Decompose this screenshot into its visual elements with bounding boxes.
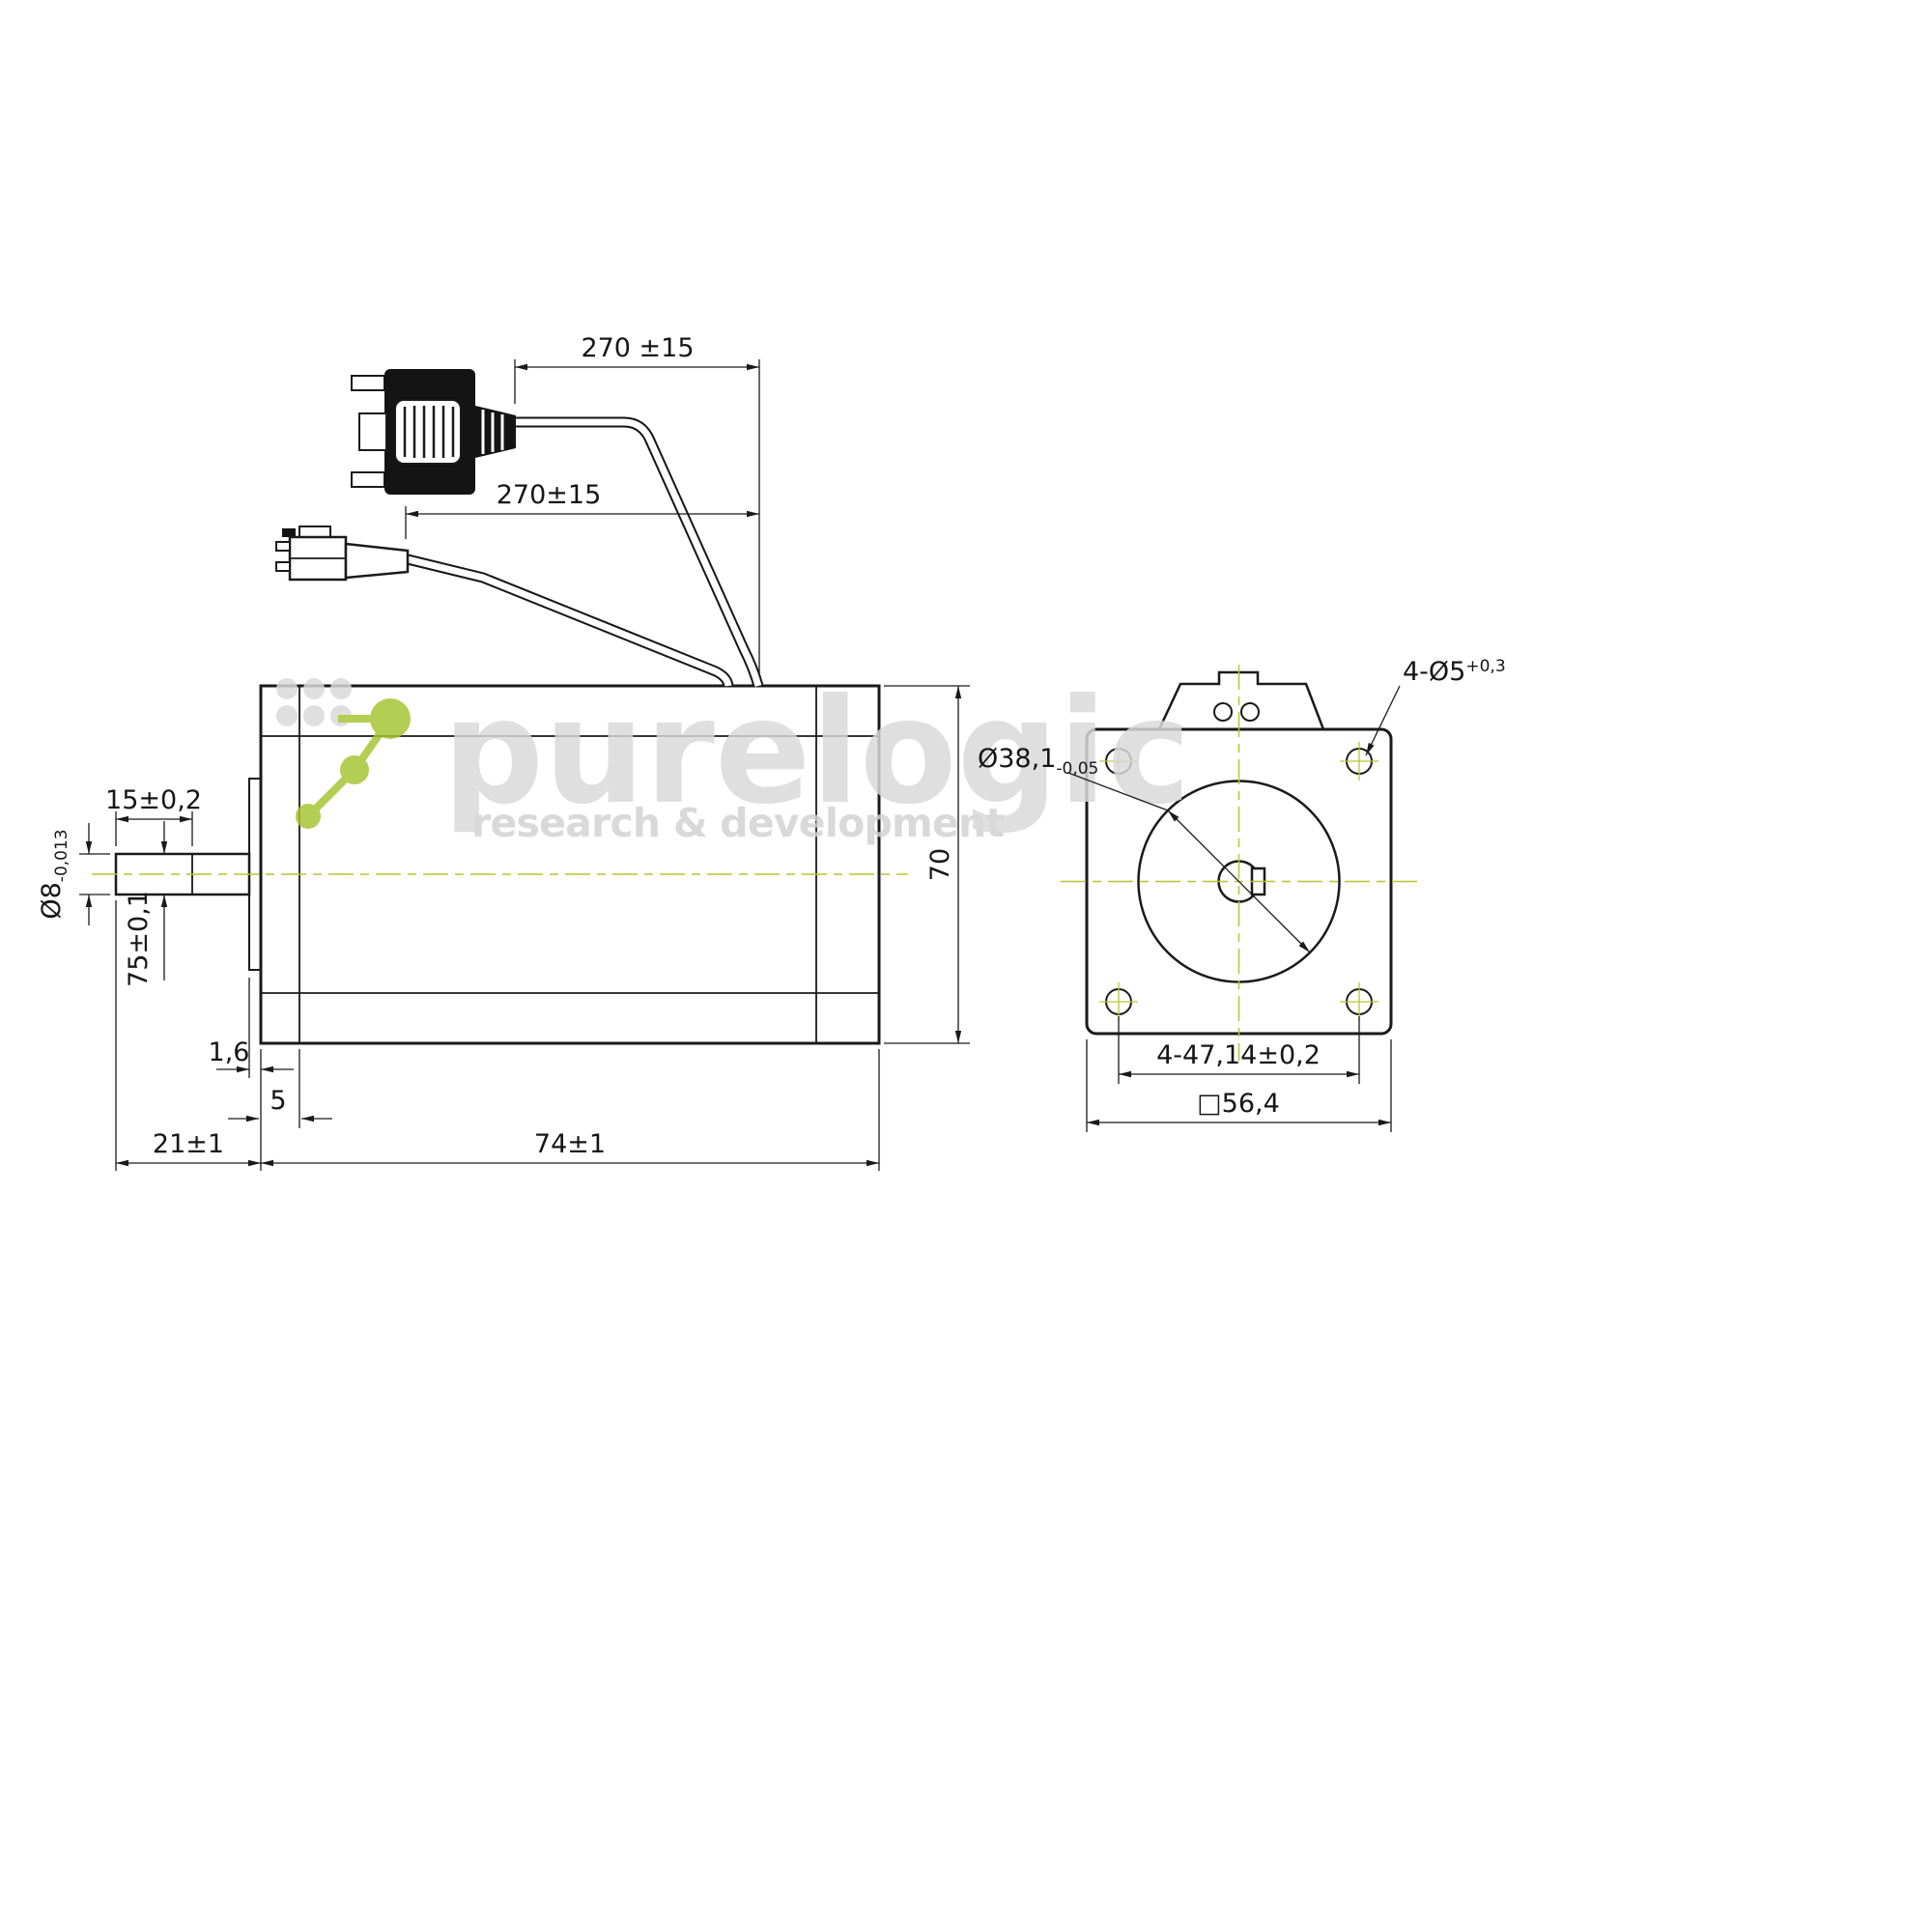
dim-shaft-flat: 15±0,2 xyxy=(105,785,202,846)
side-view xyxy=(92,684,908,1045)
dim-front-length: 21±1 xyxy=(115,900,262,1171)
terminal-bracket xyxy=(1157,670,1325,731)
dim-boss-step: 1,6 xyxy=(209,978,294,1078)
watermark-brand: purelogic xyxy=(442,668,1191,837)
dim-label-shaft-flat: 15±0,2 xyxy=(105,785,202,815)
shaft xyxy=(114,852,251,896)
dimensions: 270 ±15 270±15 70 15±0,2 Ø8- xyxy=(37,333,1506,1171)
watermark-logo xyxy=(276,678,411,829)
dim-label-corner-holes: 4-Ø5+0,3 xyxy=(1403,657,1506,687)
dim-cable-top: 270 ±15 xyxy=(514,333,760,676)
db9-connector xyxy=(351,369,516,495)
dim-corner-holes: 4-Ø5+0,3 xyxy=(1365,657,1506,756)
bracket-hole xyxy=(1240,702,1260,722)
dim-label-shaft-dia: Ø8-0,013 xyxy=(37,829,71,919)
dim-cable-bottom: 270±15 xyxy=(405,480,759,539)
dim-label-body-length: 74±1 xyxy=(534,1129,606,1159)
signal-cable xyxy=(516,416,764,688)
dim-body-length: 74±1 xyxy=(261,1049,880,1171)
watermark: purelogic research & development xyxy=(276,668,1191,846)
dim-label-pilot-dia: Ø38,1-0,05 xyxy=(978,744,1098,779)
dim-label-cable-bottom: 270±15 xyxy=(497,480,602,510)
dim-label-boss-step: 1,6 xyxy=(209,1037,250,1067)
cables xyxy=(275,369,764,688)
dim-label-flange: 5 xyxy=(270,1086,286,1116)
watermark-tagline: research & development xyxy=(471,800,1005,846)
dim-hole-pitch: 4-47,14±0,2 xyxy=(1118,1016,1360,1084)
dim-label-front-length: 21±1 xyxy=(153,1129,224,1159)
dim-label-height: 70 xyxy=(925,848,955,881)
power-connector xyxy=(275,526,410,582)
strain-relief xyxy=(475,406,516,458)
dim-label-flat-depth: 75±0,1 xyxy=(124,891,154,987)
dim-shaft-dia: Ø8-0,013 xyxy=(37,823,110,925)
dim-flange: 5 xyxy=(228,1049,332,1128)
dim-pilot-dia: Ø38,1-0,05 xyxy=(978,744,1311,953)
cable-boot xyxy=(344,542,410,580)
dim-square-size: □56,4 xyxy=(1086,1039,1392,1132)
dim-height: 70 xyxy=(884,685,970,1044)
power-cable xyxy=(406,554,734,688)
bracket-hole xyxy=(1213,702,1233,722)
dim-label-hole-pitch: 4-47,14±0,2 xyxy=(1156,1040,1321,1070)
hole-centermarks xyxy=(1099,742,1378,1021)
dim-label-square-size: □56,4 xyxy=(1197,1089,1280,1119)
dim-label-cable-top: 270 ±15 xyxy=(581,333,694,363)
dim-flat-depth: 75±0,1 xyxy=(124,821,168,987)
